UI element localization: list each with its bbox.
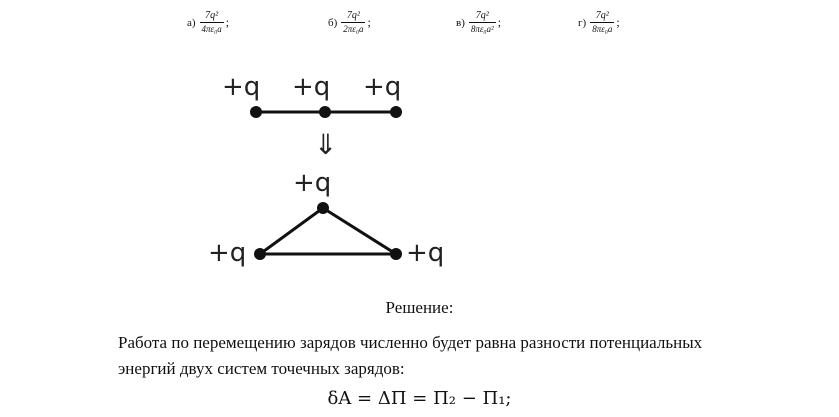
- option-b-separator: ;: [367, 15, 371, 29]
- charge-label-2: +q: [292, 72, 331, 102]
- option-b-label: б): [328, 16, 338, 29]
- solution-heading: Решение:: [385, 298, 454, 317]
- charge-dot-middle: [319, 106, 331, 118]
- option-a-separator: ;: [225, 15, 230, 29]
- option-d: г) 7q² 8πε₀a ;: [578, 10, 620, 35]
- option-d-separator: ;: [616, 15, 620, 29]
- option-a-numerator: 7q²: [205, 10, 219, 21]
- charge-label-6: +q: [406, 238, 445, 268]
- option-a: а) 7q² 4πε₀a ;: [187, 10, 229, 35]
- option-d-label: г): [578, 16, 587, 29]
- charge-label-3: +q: [363, 72, 402, 102]
- option-c: в) 7q² 8πε₀a² ;: [456, 10, 501, 35]
- diagram-svg: [250, 106, 402, 260]
- triangle-side-right: [322, 206, 397, 256]
- charge-dot-bottom-right: [390, 248, 402, 260]
- option-d-numerator: 7q²: [595, 10, 609, 21]
- option-a-denominator: 4πε₀a: [201, 24, 222, 34]
- charges-diagram: +q +q +q ⇓ +q +q +q: [200, 60, 470, 280]
- option-c-numerator: 7q²: [475, 10, 489, 21]
- triangle-side-left: [259, 206, 324, 256]
- option-d-fraction: 7q² 8πε₀a: [590, 10, 615, 35]
- charge-label-4: +q: [293, 168, 332, 198]
- option-b-numerator: 7q²: [346, 10, 360, 21]
- option-b: б) 7q² 2πε₀a ;: [328, 10, 371, 35]
- option-a-fraction: 7q² 4πε₀a: [199, 10, 224, 35]
- transition-arrow: ⇓: [314, 128, 338, 161]
- charge-dot-left: [250, 106, 262, 118]
- charge-label-5: +q: [208, 238, 247, 268]
- option-a-label: а): [187, 16, 196, 29]
- option-c-fraction: 7q² 8πε₀a²: [468, 10, 496, 35]
- solution-paragraph: Работа по перемещению зарядов численно б…: [118, 333, 703, 378]
- work-formula: δA = ΔΠ = Π₂ − Π₁;: [327, 388, 512, 409]
- option-c-label: в): [456, 16, 465, 29]
- charge-dot-right: [390, 106, 402, 118]
- option-b-fraction: 7q² 2πε₀a: [341, 10, 366, 35]
- charge-label-1: +q: [222, 72, 261, 102]
- option-c-separator: ;: [497, 15, 502, 29]
- option-c-denominator: 8πε₀a²: [470, 24, 494, 34]
- charge-dot-bottom-left: [254, 248, 266, 260]
- option-b-denominator: 2πε₀a: [343, 24, 364, 34]
- charge-dot-top: [317, 202, 329, 214]
- option-d-denominator: 8πε₀a: [592, 24, 613, 34]
